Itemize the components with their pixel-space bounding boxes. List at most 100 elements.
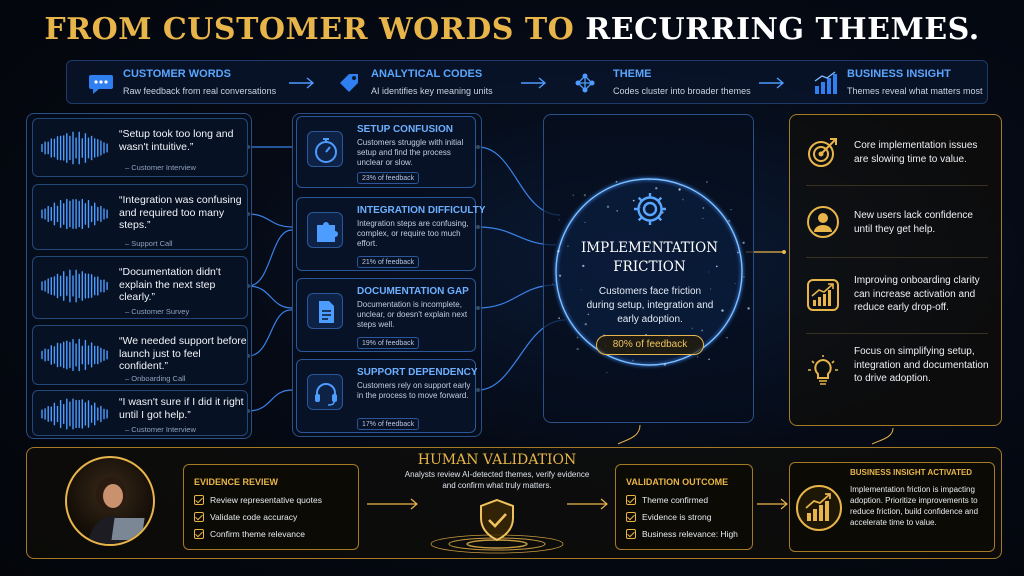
theme-panel: IMPLEMENTATION FRICTION Customers face f… (543, 114, 754, 423)
business-insight-activated-title: BUSINESS INSIGHT ACTIVATED (850, 468, 973, 477)
network-icon (575, 73, 595, 93)
theme-percentage-badge: 80% of feedback (596, 335, 704, 355)
checkbox-icon (626, 529, 636, 539)
insight-item: Improving onboarding clarity can increas… (790, 260, 1003, 328)
code-description: Customers struggle with initial setup an… (357, 138, 464, 167)
puzzle-icon (307, 212, 343, 248)
title-part-1: FROM CUSTOMER WORDS TO (44, 12, 575, 47)
code-title: SETUP CONFUSION (357, 124, 453, 135)
checkbox-icon (194, 529, 204, 539)
checklist-item: Theme confirmed (626, 495, 708, 505)
sound-wave-icon (41, 398, 108, 430)
insight-text: Focus on simplifying setup, integration … (854, 346, 989, 384)
checkbox-icon (194, 512, 204, 522)
quote-card: “Documentation didn't explain the next s… (32, 256, 248, 319)
human-validation-title: HUMAN VALIDATION (417, 452, 577, 468)
flow-step-title: THEME (613, 68, 652, 80)
business-insight-activated-text: Implementation friction is impacting ado… (850, 485, 979, 527)
quote-source: – Support Call (125, 239, 173, 248)
code-card-documentation-gap: DOCUMENTATION GAP Documentation is incom… (296, 278, 476, 352)
business-insight-panel: Core implementation issues are slowing t… (789, 114, 1002, 426)
flow-step-subtitle: Raw feedback from real conversations (123, 86, 277, 96)
theme-title-line-1: IMPLEMENTATION (580, 240, 719, 256)
theme-title: IMPLEMENTATION FRICTION (544, 239, 755, 277)
sound-wave-icon (41, 338, 108, 372)
insight-item: Core implementation issues are slowing t… (790, 117, 1003, 185)
checklist-item: Evidence is strong (626, 512, 711, 522)
growth-chart-icon (807, 279, 839, 311)
stopwatch-icon (307, 131, 343, 167)
insight-item: New users lack confidence until they get… (790, 187, 1003, 255)
checkbox-icon (626, 495, 636, 505)
insight-text: Improving onboarding clarity can increas… (854, 275, 980, 313)
checkbox-icon (194, 495, 204, 505)
quote-text: “We needed support before launch just to… (119, 335, 247, 372)
code-title: INTEGRATION DIFFICULTY (357, 205, 486, 216)
code-description: Customers rely on support early in the p… (357, 381, 471, 400)
arrow-right-icon (289, 77, 315, 89)
code-percentage: 19% of feedback (357, 337, 420, 349)
quote-card: “We needed support before launch just to… (32, 325, 248, 385)
quote-card: “I wasn't sure if I did it right until I… (32, 390, 248, 436)
quote-text: “Documentation didn't explain the next s… (119, 266, 221, 303)
code-description: Documentation is incomplete, unclear, or… (357, 300, 468, 329)
sound-wave-icon (41, 269, 108, 303)
quote-text: “Setup took too long and wasn't intuitiv… (119, 128, 234, 153)
target-icon (808, 138, 837, 167)
checklist-item: Business relevance: High (626, 529, 738, 539)
flow-step-title: ANALYTICAL CODES (371, 68, 483, 80)
page-title: FROM CUSTOMER WORDS TO RECURRING THEMES. (0, 12, 1024, 47)
arrow-right-icon (757, 498, 788, 510)
validation-outcome-box: VALIDATION OUTCOME Theme confirmed Evide… (615, 464, 753, 550)
process-flow-bar: CUSTOMER WORDS Raw feedback from real co… (66, 60, 988, 104)
evidence-review-title: EVIDENCE REVIEW (194, 477, 279, 487)
checklist-item: Confirm theme relevance (194, 529, 305, 539)
title-part-2: RECURRING THEMES. (585, 12, 980, 47)
shield-check-icon (430, 498, 564, 554)
checkbox-icon (626, 512, 636, 522)
flow-step-title: BUSINESS INSIGHT (847, 68, 951, 80)
quote-card: “Integration was confusing and required … (32, 184, 248, 250)
user-icon (807, 206, 839, 238)
theme-description: Customers face friction during setup, in… (586, 286, 714, 325)
code-description: Integration steps are confusing, complex… (357, 219, 469, 248)
quote-source: – Customer Survey (125, 307, 190, 316)
lightbulb-icon (808, 355, 838, 385)
business-insight-activated-box: BUSINESS INSIGHT ACTIVATED Implementatio… (789, 462, 995, 552)
flow-step-subtitle: Themes reveal what matters most (847, 86, 983, 96)
code-percentage: 23% of feedback (357, 172, 420, 184)
quote-source: – Customer Interview (125, 425, 196, 434)
quote-text: “I wasn't sure if I did it right until I… (119, 396, 244, 421)
tag-icon (340, 74, 358, 92)
validation-outcome-title: VALIDATION OUTCOME (626, 477, 729, 487)
quote-card: “Setup took too long and wasn't intuitiv… (32, 118, 248, 177)
code-title: SUPPORT DEPENDENCY (357, 367, 478, 378)
checklist-item: Review representative quotes (194, 495, 322, 505)
arrow-right-icon (367, 498, 418, 510)
human-validation-panel: EVIDENCE REVIEW Review representative qu… (26, 447, 1002, 559)
insight-item: Focus on simplifying setup, integration … (790, 337, 1003, 405)
quote-source: – Customer Interview (125, 163, 196, 172)
headset-icon (307, 374, 343, 410)
code-title: DOCUMENTATION GAP (357, 286, 469, 297)
theme-title-line-2: FRICTION (613, 259, 686, 275)
divider (806, 333, 988, 334)
arrow-right-icon (567, 498, 608, 510)
human-validation-description: Analysts review AI-detected themes, veri… (404, 470, 590, 490)
chat-bubble-icon (89, 75, 113, 94)
code-percentage: 17% of feedback (357, 418, 420, 430)
checklist-item: Validate code accuracy (194, 512, 297, 522)
divider (806, 257, 988, 258)
code-percentage: 21% of feedback (357, 256, 420, 268)
flow-step-subtitle: Codes cluster into broader themes (613, 86, 751, 96)
sound-wave-icon (41, 198, 108, 230)
code-card-support-dependency: SUPPORT DEPENDENCY Customers rely on sup… (296, 359, 478, 433)
divider (806, 185, 988, 186)
bar-chart-icon (814, 71, 837, 94)
theme-glow-ring (552, 176, 750, 374)
evidence-review-box: EVIDENCE REVIEW Review representative qu… (183, 464, 359, 550)
flow-step-subtitle: AI identifies key meaning units (371, 86, 493, 96)
analyst-avatar (65, 456, 155, 546)
gear-icon (634, 193, 666, 225)
